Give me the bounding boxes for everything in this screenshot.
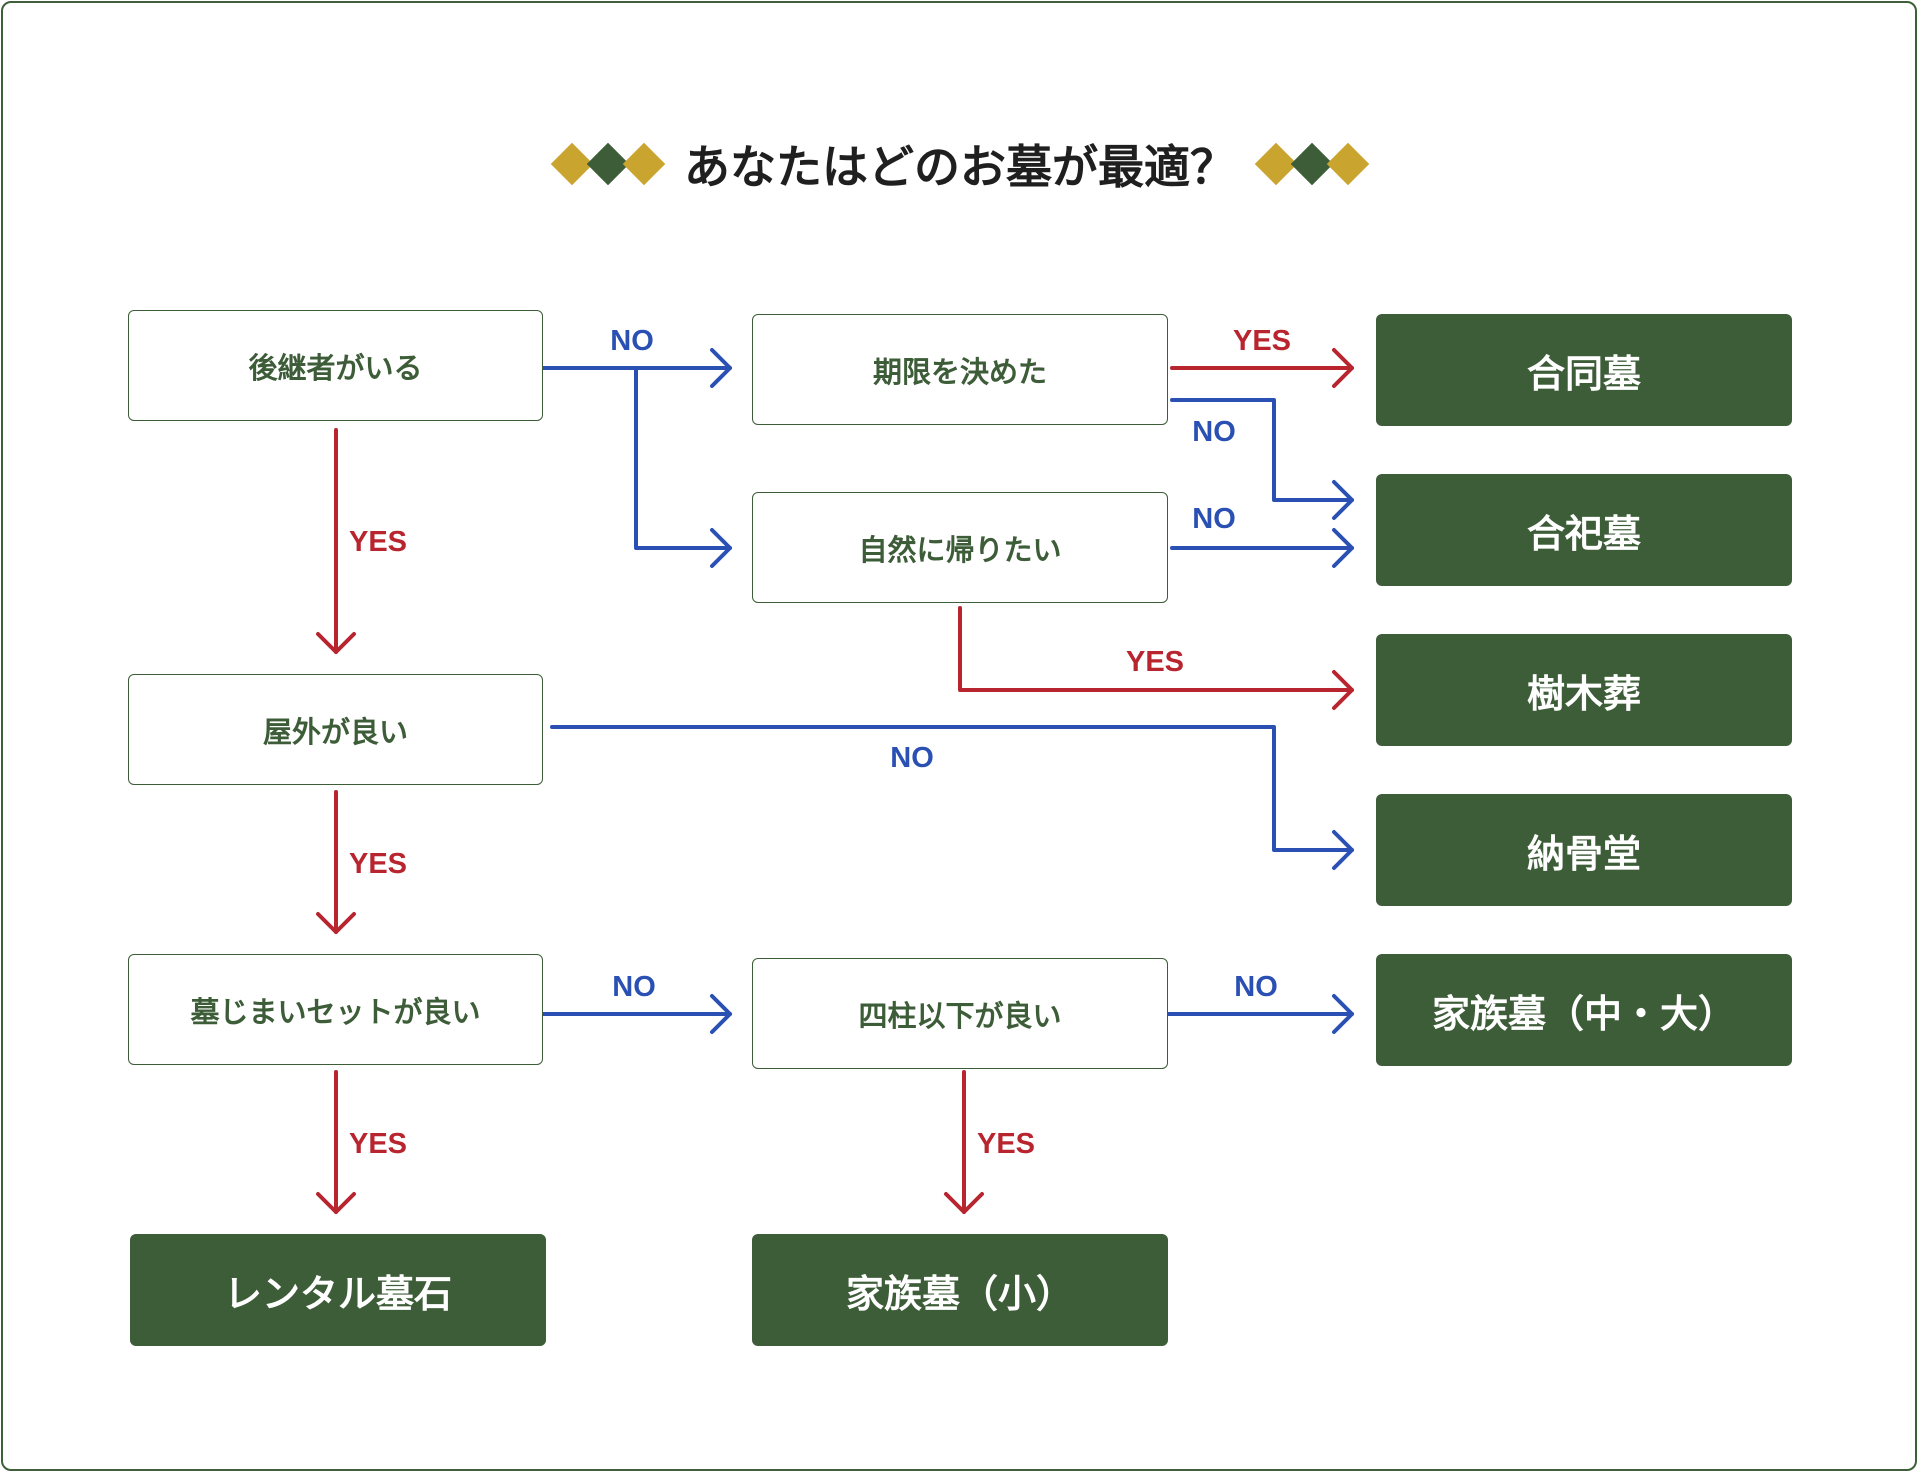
question-heir: 後継者がいる <box>128 310 543 421</box>
edge-label-no: NO <box>612 971 656 1003</box>
edge-heir-no <box>540 366 732 550</box>
edge-label-no: NO <box>610 325 654 357</box>
arrowhead <box>1332 528 1354 568</box>
edge-label-yes: YES <box>1233 325 1291 357</box>
arrowhead <box>710 348 732 388</box>
result-rental-gravestone: レンタル墓石 <box>130 1234 546 1346</box>
edge-deadline-no <box>1170 398 1354 502</box>
arrowhead <box>1332 348 1354 388</box>
edge-label-no: NO <box>1192 416 1236 448</box>
arrowhead <box>710 994 732 1034</box>
edge-label-yes: YES <box>977 1128 1035 1160</box>
arrowhead <box>944 1192 984 1214</box>
edge-label-no: NO <box>1234 971 1278 1003</box>
edge-label-yes: YES <box>349 1128 407 1160</box>
arrowhead <box>1332 480 1354 520</box>
result-joint-grave: 合同墓 <box>1376 314 1792 426</box>
question-outdoor: 屋外が良い <box>128 674 543 785</box>
arrowhead <box>316 632 356 654</box>
question-nature: 自然に帰りたい <box>752 492 1168 603</box>
edge-nature-yes <box>958 606 1354 692</box>
edge-label-no: NO <box>890 742 934 774</box>
question-deadline: 期限を決めた <box>752 314 1168 425</box>
result-enshrined-grave: 合祀墓 <box>1376 474 1792 586</box>
result-tree-burial: 樹木葬 <box>1376 634 1792 746</box>
title-row: あなたはどのお墓が最適？ <box>0 124 1920 204</box>
arrowhead <box>1332 830 1354 870</box>
arrowhead <box>316 1192 356 1214</box>
result-ossuary: 納骨堂 <box>1376 794 1792 906</box>
edge-label-no: NO <box>1192 503 1236 535</box>
edge-outdoor-no <box>550 725 1354 852</box>
question-closing-set: 墓じまいセットが良い <box>128 954 543 1065</box>
arrowhead <box>710 528 732 568</box>
result-family-grave-small: 家族墓（小） <box>752 1234 1168 1346</box>
edge-label-yes: YES <box>349 848 407 880</box>
edge-label-yes: YES <box>349 526 407 558</box>
question-four-or-less: 四柱以下が良い <box>752 958 1168 1069</box>
arrowhead <box>1332 994 1354 1034</box>
arrowhead <box>316 912 356 934</box>
result-family-grave-mid-large: 家族墓（中・大） <box>1376 954 1792 1066</box>
page-title: あなたはどのお墓が最適？ <box>684 140 1236 194</box>
arrowhead <box>1332 670 1354 710</box>
edge-label-yes: YES <box>1126 646 1184 678</box>
